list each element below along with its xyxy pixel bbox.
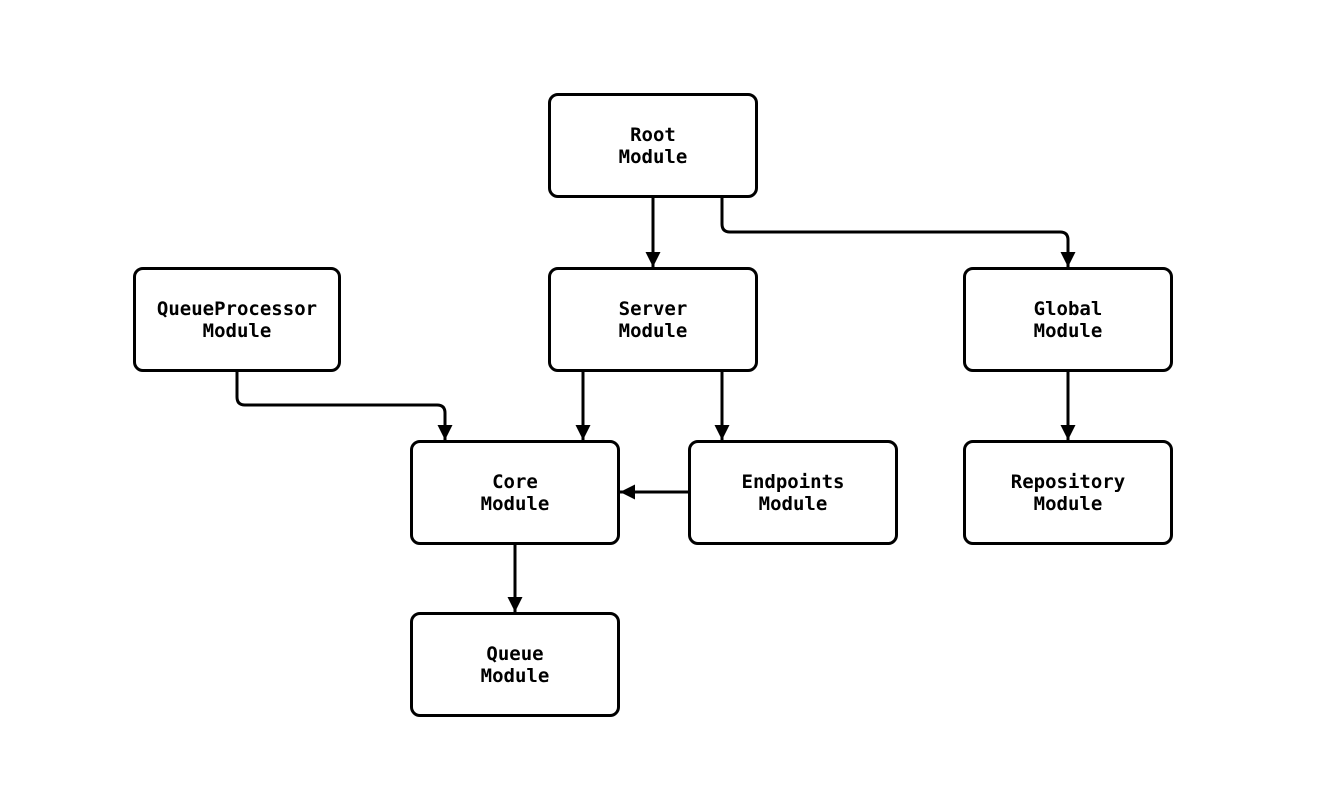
node-root-module-label: Root Module: [618, 123, 688, 168]
edge-root-to-global: [720, 198, 1076, 267]
node-server-module: Server Module: [548, 267, 758, 372]
node-core-module-label: Core Module: [480, 470, 550, 515]
node-queueprocessor-module-label: QueueProcessor Module: [156, 297, 318, 342]
node-queueprocessor-module: QueueProcessor Module: [133, 267, 341, 372]
node-global-module-label: Global Module: [1033, 297, 1103, 342]
node-global-module: Global Module: [963, 267, 1173, 372]
edge-queueprocessor-to-core: [235, 371, 453, 440]
node-core-module: Core Module: [410, 440, 620, 545]
node-queue-module: Queue Module: [410, 612, 620, 717]
node-server-module-label: Server Module: [618, 297, 688, 342]
node-endpoints-module-label: Endpoints Module: [741, 470, 845, 515]
node-queue-module-label: Queue Module: [480, 642, 550, 687]
node-repository-module-label: Repository Module: [1010, 470, 1126, 515]
node-root-module: Root Module: [548, 93, 758, 198]
node-repository-module: Repository Module: [963, 440, 1173, 545]
node-endpoints-module: Endpoints Module: [688, 440, 898, 545]
